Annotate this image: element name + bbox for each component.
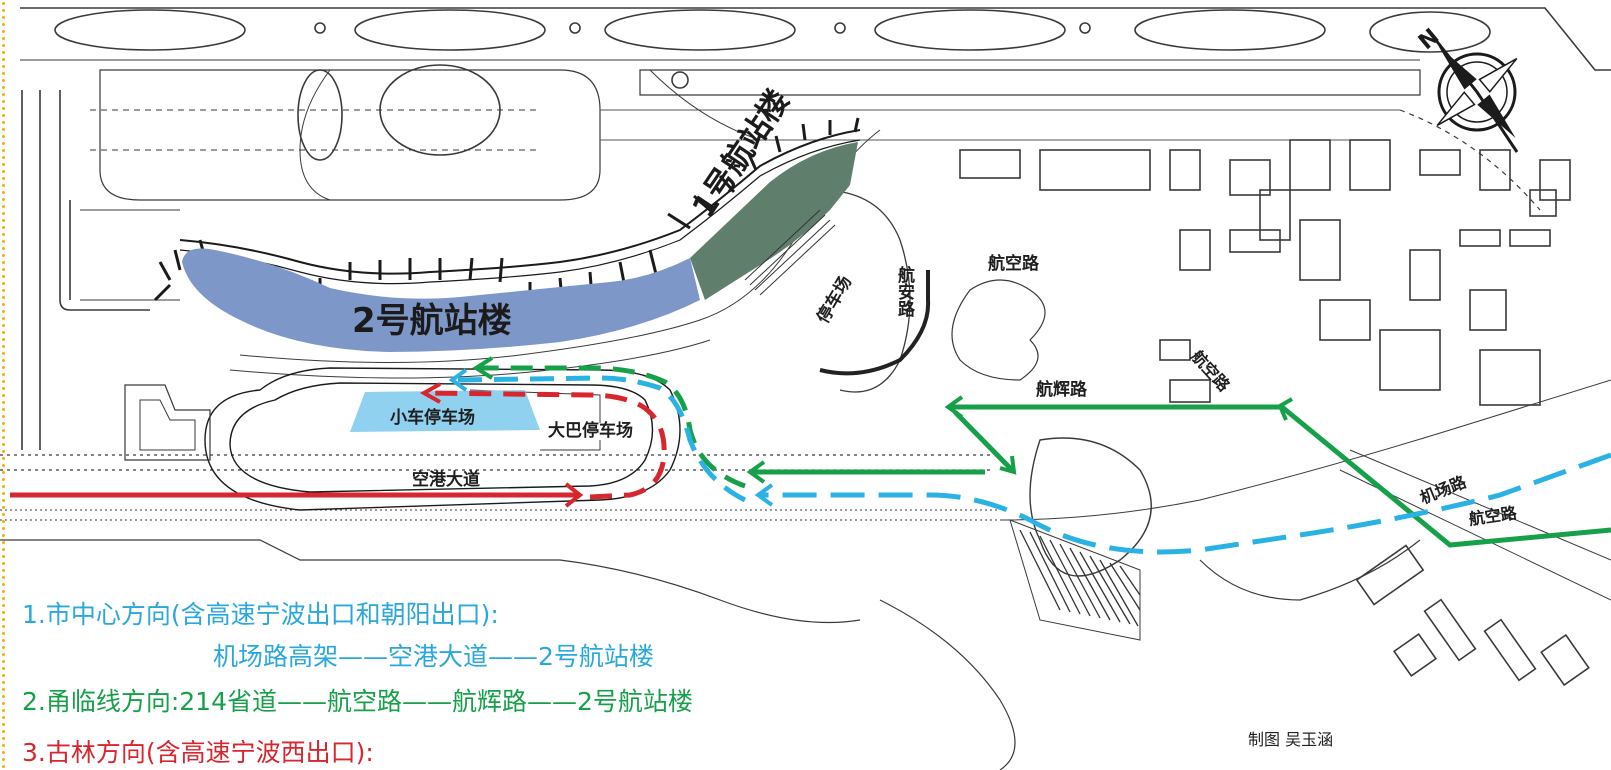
bus-parking-label: 大巴停车场 [546,421,635,441]
route-red [10,382,667,508]
page-edge-dots [0,0,7,770]
konggang-avenue-label: 空港大道 [412,470,480,490]
route-blue [448,368,1611,555]
small-car-parking-shape [350,390,540,432]
hatched-area [1019,529,1141,627]
hangkong-road-top-label: 航空路 [988,254,1039,274]
small-car-parking-label: 小车停车场 [390,408,475,428]
route-green [472,356,1611,548]
map-credit: 制图 吴玉涵 [1248,730,1334,749]
legend-item-1-line-1: 1.市中心方向(含高速宁波出口和朝阳出口): [22,600,499,629]
terminal-2-label: 2号航站楼 [352,301,512,341]
terminal-curve-2 [179,139,861,285]
legend-item-2: 2.甬临线方向:214省道——航空路——航辉路——2号航站楼 [22,687,693,716]
terminal-2-shape [182,248,700,352]
compass-icon: N [1414,24,1519,153]
terminal-1-shape [690,142,858,300]
hangan-road-label: 航安路 [894,266,914,317]
hanghui-road-label: 航辉路 [1036,380,1087,400]
terminal-curve [179,129,861,275]
terminal1-hatch [744,209,836,296]
compass-north-label: N [1414,24,1444,55]
legend-item-3-partial: 3.古林方向(含高速宁波西出口): [22,740,374,767]
legend-item-1-line-2: 机场路高架——空港大道——2号航站楼 [213,642,654,671]
